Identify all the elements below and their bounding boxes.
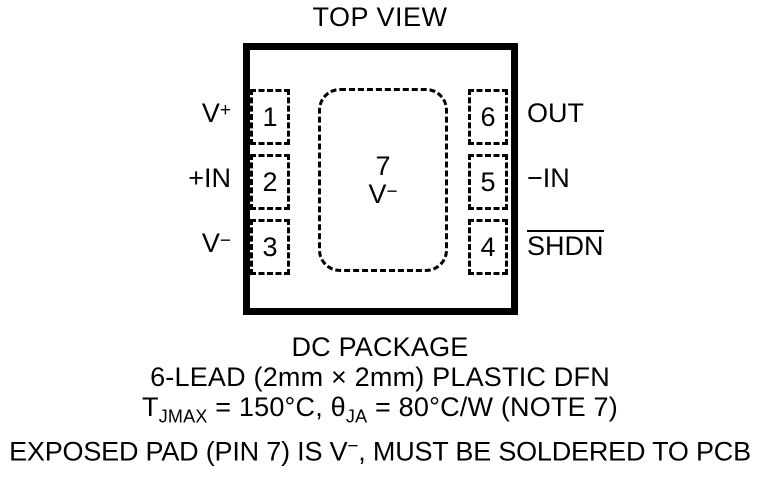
pin-label-shdn: SHDN (527, 230, 604, 260)
caption-thermal-spec: TJMAX = 150°C, θJA = 80°C/W (NOTE 7) (0, 392, 760, 432)
caption-pad-note-a: EXPOSED PAD (PIN 7) IS V (9, 435, 348, 466)
pin-label-out: OUT (527, 98, 584, 128)
caption-tj-symbol: T (142, 392, 159, 422)
caption-exposed-pad-note: EXPOSED PAD (PIN 7) IS V−, MUST BE SOLDE… (0, 432, 760, 466)
pin-label-vminus-sign: − (219, 230, 231, 252)
pin-pad-1[interactable]: 1 (250, 89, 290, 145)
pin-pad-4[interactable]: 4 (468, 219, 508, 275)
pin-label-plusin-text: +IN (188, 163, 231, 193)
pin-label-minusin: −IN (527, 163, 570, 193)
caption-tj-value: = 150°C, (207, 392, 331, 422)
pin-pad-2[interactable]: 2 (250, 154, 290, 210)
exposed-pad-number: 7 (375, 150, 391, 181)
caption-package-name: DC PACKAGE (291, 332, 469, 362)
pin-pad-6[interactable]: 6 (468, 89, 508, 145)
pin-label-shdn-text: SHDN (527, 230, 604, 261)
pin-pad-5[interactable]: 5 (468, 154, 508, 210)
pin-label-vminus-text: V (201, 228, 220, 258)
pin-label-vplus: V+ (202, 100, 231, 127)
pin-label-vminus: V− (202, 230, 231, 257)
pin-label-vplus-text: V (201, 98, 220, 128)
caption-block: DC PACKAGE 6-LEAD (2mm × 2mm) PLASTIC DF… (0, 332, 760, 466)
exposed-pad-outline: 7 V− (318, 88, 448, 272)
caption-theta-symbol: θ (330, 392, 346, 422)
caption-lead-description: 6-LEAD (2mm × 2mm) PLASTIC DFN (150, 362, 610, 392)
pin-label-plusin: +IN (188, 165, 231, 192)
pin-label-vplus-sign: + (219, 99, 231, 121)
caption-theta-subscript: JA (345, 406, 368, 427)
exposed-pad-signal-sign: − (386, 181, 398, 203)
caption-theta-value: = 80°C/W (NOTE 7) (367, 392, 618, 422)
pin-pad-3[interactable]: 3 (250, 219, 290, 275)
package-edge-right (511, 43, 518, 315)
caption-tj-subscript: JMAX (158, 406, 208, 427)
caption-pad-note-sign: − (347, 435, 359, 457)
exposed-pad-signal-text: V (368, 179, 387, 209)
exposed-pad-signal: V− (368, 180, 397, 208)
package-edge-left (243, 43, 250, 315)
page-title: TOP VIEW (312, 2, 448, 32)
caption-pad-note-b: , MUST BE SOLDERED TO PCB (358, 435, 751, 466)
